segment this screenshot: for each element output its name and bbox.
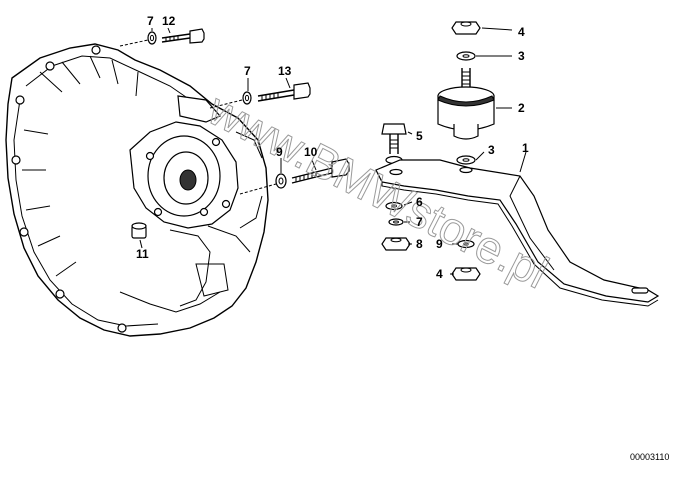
callout-6: 6 xyxy=(416,195,423,209)
washer-3-top xyxy=(456,51,476,61)
bolt-5 xyxy=(381,123,407,154)
callout-10: 10 xyxy=(304,145,318,159)
diagram-reference-number: 00003110 xyxy=(630,452,669,462)
callout-7: 7 xyxy=(147,14,154,28)
callout-5: 5 xyxy=(416,129,423,143)
callout-9: 9 xyxy=(276,145,283,159)
nut-4-bottom xyxy=(451,267,481,281)
lock-washer-7 xyxy=(388,218,404,226)
callout-9: 9 xyxy=(436,237,443,251)
bracket-1 xyxy=(375,159,660,307)
callout-1: 1 xyxy=(522,141,529,155)
callout-8: 8 xyxy=(416,237,423,251)
callout-7: 7 xyxy=(244,64,251,78)
callout-labels: 7 12 7 13 9 10 11 4 3 2 5 3 1 6 7 8 9 4 xyxy=(136,14,529,281)
leader-10 xyxy=(239,183,277,195)
washer-7-middle xyxy=(242,91,252,105)
nut-4-top xyxy=(451,21,481,35)
callout-3: 3 xyxy=(488,143,495,157)
nut-8 xyxy=(381,237,411,251)
callout-11: 11 xyxy=(136,247,149,261)
callout-2: 2 xyxy=(518,101,525,115)
bolt-10 xyxy=(291,158,350,184)
bolt-12 xyxy=(161,28,205,44)
leader-lines xyxy=(139,27,527,275)
callout-13: 13 xyxy=(278,64,292,78)
rubber-mount-2 xyxy=(437,68,495,140)
callout-12: 12 xyxy=(162,14,176,28)
washer-6 xyxy=(385,201,403,211)
leader-13 xyxy=(209,99,243,109)
callout-3: 3 xyxy=(518,49,525,63)
transmission-housing xyxy=(5,43,269,337)
callout-7: 7 xyxy=(416,215,423,229)
bolt-13 xyxy=(257,82,311,102)
callout-4: 4 xyxy=(436,267,443,281)
leader-12 xyxy=(119,39,149,47)
washer-9-left xyxy=(275,173,287,189)
washer-7-top xyxy=(147,31,157,45)
washer-3-lower xyxy=(456,155,476,165)
callout-4: 4 xyxy=(518,25,525,39)
